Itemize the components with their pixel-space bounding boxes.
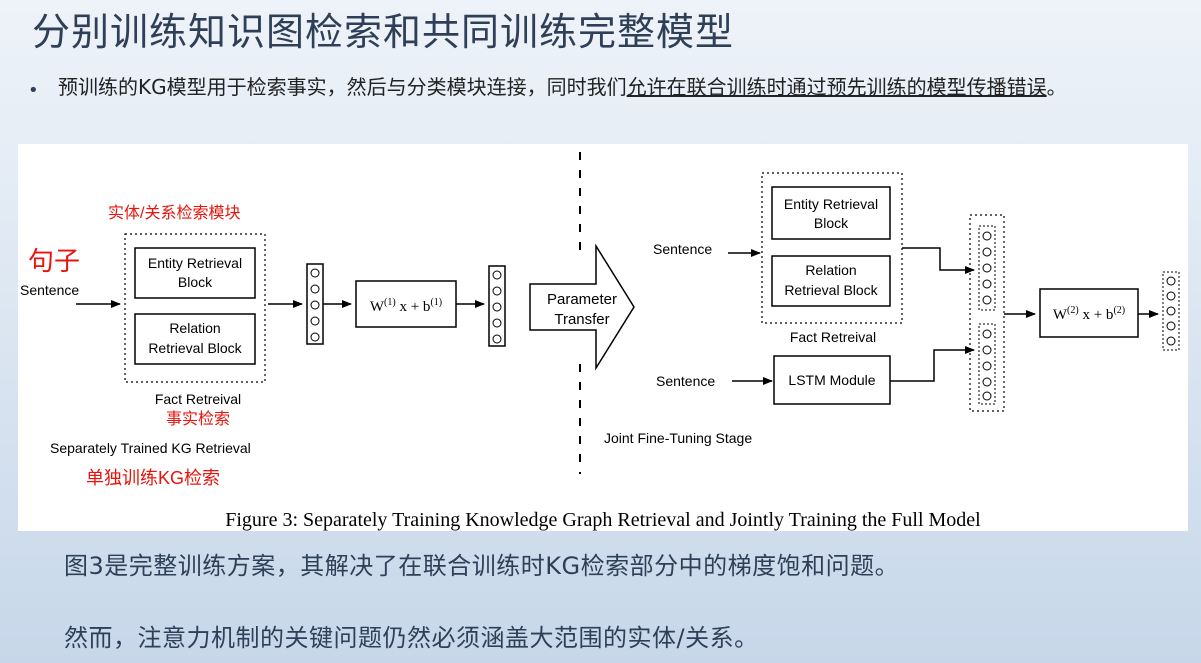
parameter-transfer-line2: Transfer <box>554 311 609 328</box>
bullet-paragraph: 预训练的KG模型用于检索事实，然后与分类模块连接，同时我们允许在联合训练时通过预… <box>58 74 1168 101</box>
right-linear-formula: W(2) x + b(2) <box>1053 305 1125 323</box>
concat-node <box>982 295 992 305</box>
right-relation-block-line2: Retrieval Block <box>784 282 878 298</box>
right-entity-block-line1: Entity Retrieval <box>784 196 878 212</box>
concat-node <box>982 391 992 401</box>
left-output-node <box>492 334 502 344</box>
right-stage-label: Joint Fine-Tuning Stage <box>604 430 752 446</box>
concat-node <box>982 329 992 339</box>
concat-node <box>982 263 992 273</box>
red-stage-label: 单独训练KG检索 <box>86 468 220 488</box>
right-relation-retrieval-block <box>771 255 891 307</box>
parameter-transfer-line1: Parameter <box>547 291 617 308</box>
figure-panel: 实体/关系检索模块 句子 Sentence Entity Retrieval B… <box>18 144 1188 531</box>
left-output-node <box>492 318 502 328</box>
concat-vector-frame <box>969 214 1005 412</box>
lstm-module-label: LSTM Module <box>788 372 875 388</box>
concat-node <box>982 247 992 257</box>
bullet-text-end: 。 <box>1046 75 1067 99</box>
red-sentence-label: 句子 <box>28 246 80 276</box>
left-fact-retrieval-frame <box>124 233 266 383</box>
red-block-label: 实体/关系检索模块 <box>108 204 240 222</box>
right-entity-retrieval-block <box>771 186 891 240</box>
left-entity-block-line2: Block <box>178 274 213 290</box>
bullet-text-underlined: 允许在联合训练时通过预先训练的模型传播错误 <box>626 75 1047 99</box>
concat-node <box>982 345 992 355</box>
right-output-node <box>1166 291 1176 301</box>
fact-to-concat-connector <box>902 247 975 274</box>
left-linear-layer-box <box>355 280 457 328</box>
right-output-node <box>1166 321 1176 331</box>
left-linear-formula: W(1) x + b(1) <box>370 297 442 315</box>
bullet-marker: • <box>28 80 39 101</box>
left-vector-1-node <box>310 332 320 342</box>
left-vector-1-node <box>310 316 320 326</box>
right-entity-block-line2: Block <box>814 215 849 231</box>
concat-node <box>982 361 992 371</box>
left-output-node <box>492 286 502 296</box>
left-fact-retrieval-label: Fact Retreival <box>155 391 241 407</box>
left-relation-retrieval-block <box>134 313 256 365</box>
left-vector-1-node <box>310 284 320 294</box>
left-relation-block-line2: Retrieval Block <box>148 340 242 356</box>
left-stage-label: Separately Trained KG Retrieval <box>50 440 251 456</box>
concat-node <box>982 279 992 289</box>
red-fact-label: 事实检索 <box>166 410 230 428</box>
slide-title: 分别训练知识图检索和共同训练完整模型 <box>32 10 735 54</box>
figure-diagram: 实体/关系检索模块 句子 Sentence Entity Retrieval B… <box>20 152 1180 531</box>
left-vector-1-node <box>310 268 320 278</box>
left-relation-block-line1: Relation <box>169 320 220 336</box>
right-sentence-top-label: Sentence <box>653 241 712 257</box>
left-entity-retrieval-block <box>134 247 256 299</box>
concat-node <box>982 377 992 387</box>
explanation-note-2: 然而，注意力机制的关键问题仍然必须涵盖大范围的实体/关系。 <box>64 624 759 652</box>
right-output-node <box>1166 336 1176 346</box>
parameter-transfer-arrow <box>529 243 635 371</box>
explanation-note-1: 图3是完整训练方案，其解决了在联合训练时KG检索部分中的梯度饱和问题。 <box>64 552 900 580</box>
left-output-node <box>492 270 502 280</box>
right-output-node <box>1166 276 1176 286</box>
left-sentence-label: Sentence <box>20 282 79 298</box>
lstm-module-box <box>773 355 891 405</box>
left-entity-block-line1: Entity Retrieval <box>148 255 242 271</box>
left-vector-1-node <box>310 300 320 310</box>
right-linear-layer-box <box>1039 288 1139 338</box>
lstm-to-concat-connector <box>890 346 975 382</box>
right-sentence-bottom-label: Sentence <box>656 373 715 389</box>
right-output-node <box>1166 306 1176 316</box>
concat-node <box>982 231 992 241</box>
figure-caption: Figure 3: Separately Training Knowledge … <box>225 509 981 531</box>
left-output-node <box>492 302 502 312</box>
right-fact-retrieval-label: Fact Retreival <box>790 329 876 345</box>
bullet-text-plain: 预训练的KG模型用于检索事实，然后与分类模块连接，同时我们 <box>58 75 627 99</box>
right-relation-block-line1: Relation <box>805 262 856 278</box>
